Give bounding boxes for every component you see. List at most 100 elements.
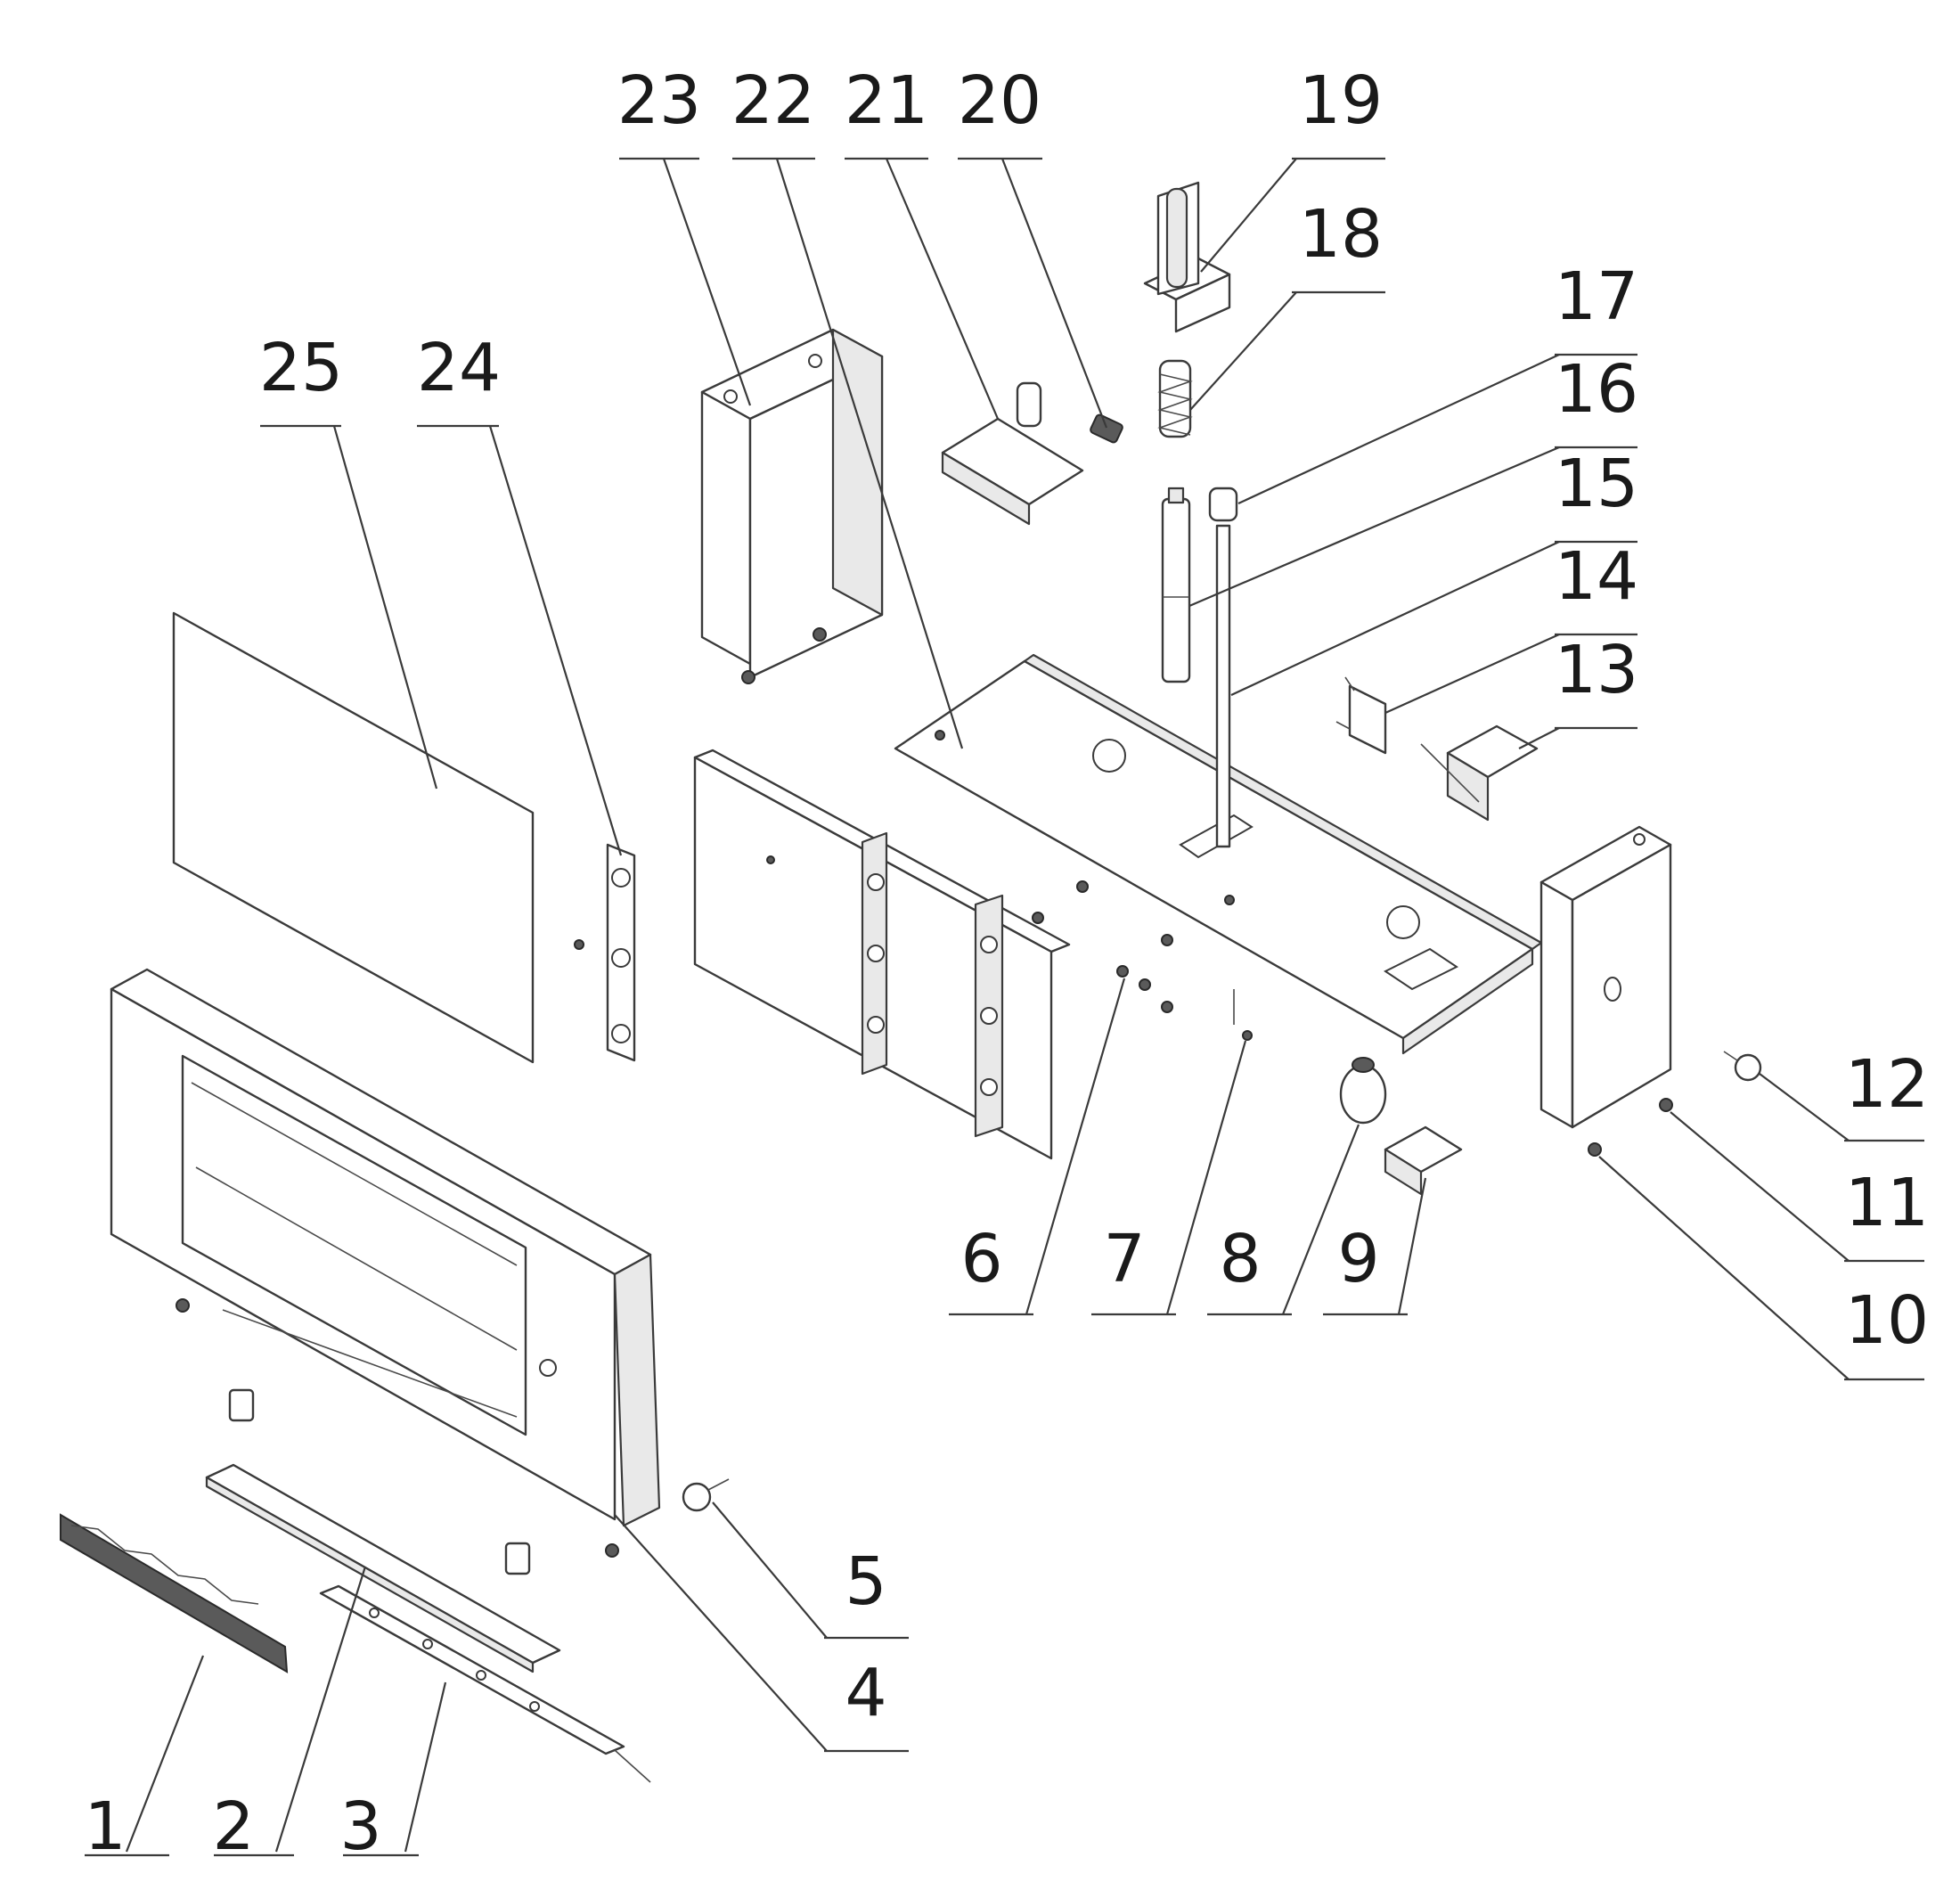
callout-label-12: 12 bbox=[1845, 1046, 1929, 1123]
callout-11: 11 bbox=[1670, 1111, 1929, 1263]
callout-label-21: 21 bbox=[845, 62, 928, 139]
callout-label-25: 25 bbox=[259, 330, 343, 406]
part-9-rocker-switch bbox=[1384, 1125, 1463, 1196]
callout-16: 16 bbox=[1188, 351, 1638, 608]
leader-line-24 bbox=[488, 425, 623, 856]
callout-9: 9 bbox=[1323, 1177, 1427, 1316]
callout-label-3: 3 bbox=[339, 1788, 381, 1865]
fastener-lower bbox=[605, 1543, 619, 1558]
callout-label-13: 13 bbox=[1555, 632, 1638, 708]
part-15-long-rod bbox=[1215, 524, 1231, 848]
leader-line-17 bbox=[1237, 354, 1560, 504]
leader-line-22 bbox=[775, 158, 964, 749]
callout-label-1: 1 bbox=[84, 1788, 126, 1865]
chassis-side-plate bbox=[693, 749, 1071, 1160]
callout-label-17: 17 bbox=[1555, 258, 1638, 335]
part-21-switch-block bbox=[941, 381, 1084, 526]
leader-line-20 bbox=[1000, 158, 1108, 429]
part-5-screw bbox=[682, 1478, 730, 1512]
leader-line-12 bbox=[1759, 1073, 1850, 1141]
part-1-toothed-rail bbox=[60, 1513, 289, 1673]
callout-19: 19 bbox=[1200, 62, 1385, 273]
leader-line-14 bbox=[1384, 633, 1560, 715]
callout-15: 15 bbox=[1230, 446, 1638, 696]
callout-5: 5 bbox=[712, 1501, 909, 1640]
part-13-actuator bbox=[1420, 724, 1539, 822]
leader-line-13 bbox=[1518, 727, 1560, 749]
callout-label-5: 5 bbox=[845, 1543, 886, 1620]
part-8-knob bbox=[1339, 1057, 1387, 1125]
leader-line-15 bbox=[1230, 541, 1560, 696]
right-end-plate bbox=[1539, 825, 1673, 1157]
callout-7: 7 bbox=[1091, 1040, 1247, 1316]
callout-label-7: 7 bbox=[1103, 1221, 1145, 1297]
callout-label-2: 2 bbox=[212, 1788, 254, 1865]
callout-label-24: 24 bbox=[417, 330, 501, 406]
leader-line-3 bbox=[404, 1681, 447, 1853]
part-2-bar bbox=[205, 1463, 561, 1673]
callout-10: 10 bbox=[1598, 1156, 1929, 1381]
leader-line-9 bbox=[1397, 1177, 1427, 1315]
part-12-screw bbox=[1723, 1051, 1762, 1082]
callout-label-15: 15 bbox=[1555, 446, 1638, 522]
callout-label-11: 11 bbox=[1845, 1165, 1929, 1241]
leader-line-7 bbox=[1165, 1040, 1247, 1315]
callout-21: 21 bbox=[845, 62, 1000, 420]
callout-1: 1 bbox=[84, 1655, 205, 1865]
leader-line-21 bbox=[885, 158, 1000, 420]
leader-line-23 bbox=[662, 158, 752, 406]
callout-label-14: 14 bbox=[1555, 538, 1638, 615]
fasteners-6-7 bbox=[1032, 880, 1253, 1041]
part-18-spring bbox=[1157, 359, 1193, 438]
callout-8: 8 bbox=[1207, 1124, 1360, 1316]
part-16-plunger bbox=[1161, 487, 1191, 683]
callout-24: 24 bbox=[417, 330, 623, 856]
part-20-small-spring bbox=[1090, 413, 1123, 444]
leader-line-1 bbox=[125, 1655, 205, 1853]
callout-20: 20 bbox=[958, 62, 1108, 429]
leader-line-6 bbox=[1025, 978, 1126, 1315]
leader-line-16 bbox=[1188, 446, 1560, 608]
callout-13: 13 bbox=[1518, 632, 1638, 749]
callout-label-9: 9 bbox=[1337, 1221, 1379, 1297]
callout-22: 22 bbox=[731, 62, 964, 749]
callout-23: 23 bbox=[617, 62, 752, 406]
leader-line-10 bbox=[1598, 1156, 1850, 1380]
leader-line-2 bbox=[274, 1566, 367, 1853]
callout-label-22: 22 bbox=[731, 62, 815, 139]
part-25-panel bbox=[172, 611, 535, 1064]
callout-label-10: 10 bbox=[1845, 1282, 1929, 1359]
part-24-strip bbox=[574, 843, 636, 1062]
callout-label-16: 16 bbox=[1555, 351, 1638, 428]
part-17-cap bbox=[1208, 487, 1238, 522]
callout-4: 4 bbox=[614, 1514, 909, 1753]
leader-line-19 bbox=[1200, 158, 1297, 273]
callout-label-4: 4 bbox=[845, 1655, 886, 1731]
leader-line-5 bbox=[712, 1501, 828, 1639]
callout-label-23: 23 bbox=[617, 62, 701, 139]
clip-parts bbox=[228, 1388, 531, 1575]
callout-label-18: 18 bbox=[1299, 196, 1383, 273]
callout-label-6: 6 bbox=[960, 1221, 1002, 1297]
callout-25: 25 bbox=[259, 330, 438, 790]
callout-14: 14 bbox=[1384, 538, 1638, 715]
callout-6: 6 bbox=[949, 978, 1126, 1316]
part-22-base-chassis bbox=[894, 653, 1543, 1055]
part-14-microswitch bbox=[1335, 676, 1387, 755]
leader-line-25 bbox=[332, 425, 438, 790]
part-3-perforated-plate bbox=[319, 1584, 651, 1783]
callout-17: 17 bbox=[1237, 258, 1638, 504]
part-4-front-housing bbox=[110, 968, 661, 1527]
callout-label-8: 8 bbox=[1219, 1221, 1261, 1297]
part-23-upright-bracket bbox=[700, 328, 884, 684]
callout-18: 18 bbox=[1189, 196, 1385, 411]
leader-line-8 bbox=[1281, 1124, 1360, 1315]
callout-label-20: 20 bbox=[958, 62, 1041, 139]
callout-2: 2 bbox=[212, 1566, 367, 1865]
callout-12: 12 bbox=[1759, 1046, 1929, 1142]
callout-3: 3 bbox=[339, 1681, 447, 1865]
leader-line-4 bbox=[614, 1514, 828, 1752]
part-19-guide-bracket bbox=[1143, 181, 1231, 333]
